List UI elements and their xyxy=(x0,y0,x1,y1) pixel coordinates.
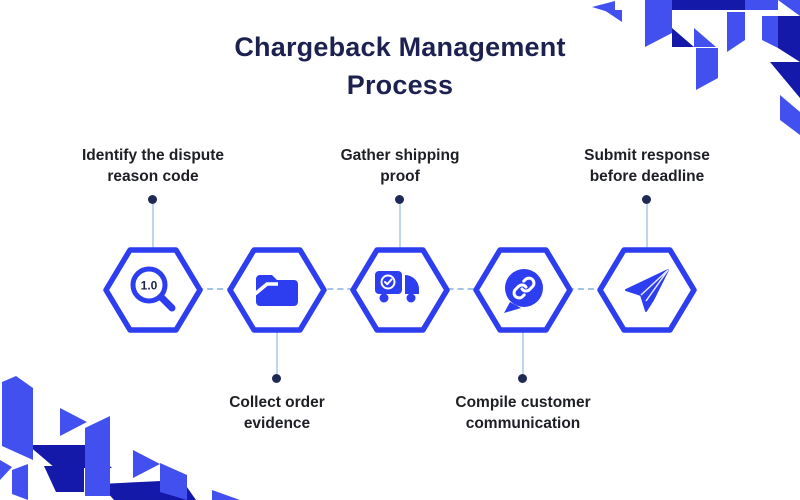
step-1-hexagon: 1.0 xyxy=(103,244,203,336)
paper-plane-icon xyxy=(625,269,669,312)
step-3-hexagon xyxy=(350,244,450,336)
corner-decoration-bottom-left xyxy=(0,376,240,500)
step-1-dot xyxy=(148,195,157,204)
page-title: Chargeback Management Process xyxy=(0,28,800,104)
step-2-dot xyxy=(272,374,281,383)
step-1-connector xyxy=(152,204,154,248)
step-3-dot xyxy=(395,195,404,204)
page-title-line1: Chargeback Management xyxy=(234,32,566,62)
step-4-dot xyxy=(518,374,527,383)
step-3-connector xyxy=(399,204,401,248)
open-folder-icon xyxy=(253,275,298,306)
step-5-label: Submit response before deadline xyxy=(584,147,710,185)
step-5-dot xyxy=(642,195,651,204)
step-2-connector xyxy=(276,330,278,374)
step-4-label: Compile customer communication xyxy=(455,394,591,432)
step-2-hexagon xyxy=(227,244,327,336)
step-4-hexagon xyxy=(473,244,573,336)
step-2-label: Collect order evidence xyxy=(229,394,325,432)
magnifier-icon: 1.0 xyxy=(130,266,176,312)
step-3-label: Gather shipping proof xyxy=(340,147,460,185)
step-5-hexagon xyxy=(597,244,697,336)
step-1-badge: 1.0 xyxy=(141,279,158,293)
step-4-connector xyxy=(522,330,524,374)
page-title-line2: Process xyxy=(346,70,454,100)
delivery-truck-check-icon xyxy=(375,271,419,303)
step-1-label: Identify the dispute reason code xyxy=(81,147,225,185)
chat-link-icon xyxy=(504,269,543,313)
step-5-connector xyxy=(646,204,648,248)
